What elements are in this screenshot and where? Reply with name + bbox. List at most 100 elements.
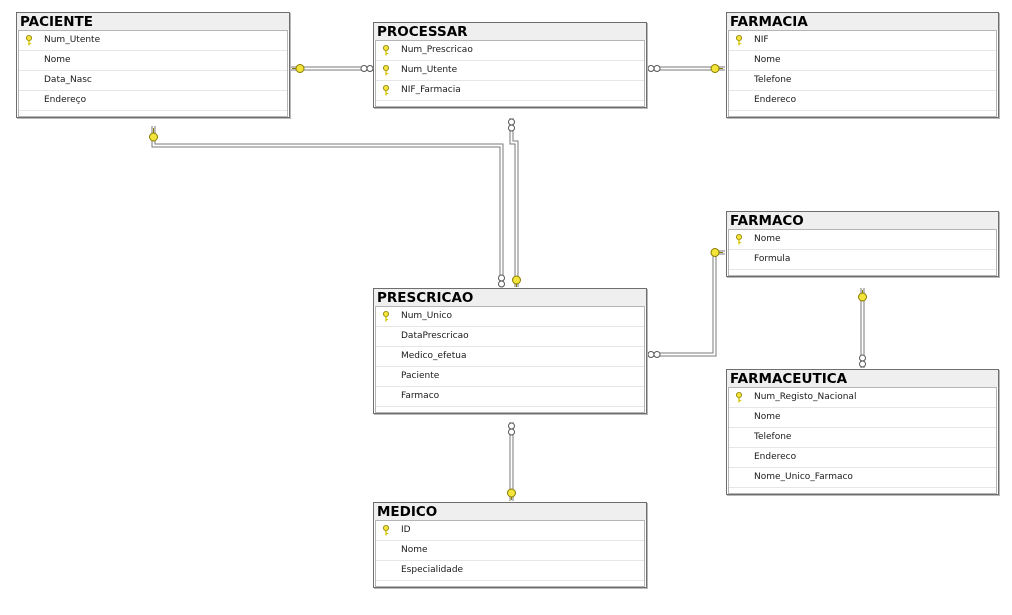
column-row[interactable]: Endereço (19, 91, 287, 111)
column-name: NIF_Farmacia (401, 85, 461, 95)
column-name: Especialidade (401, 565, 464, 575)
column-name: Nome (44, 55, 71, 65)
column-row[interactable]: Medico_efetua (376, 347, 644, 367)
table-prescricao[interactable]: PRESCRICAO Num_Unico DataPrescricao Medi… (373, 288, 647, 414)
column-row[interactable]: Num_Utente (376, 61, 644, 81)
column-row[interactable]: Telefone (729, 428, 996, 448)
many-end-marker (360, 65, 374, 72)
table-title: PROCESSAR (374, 23, 646, 40)
primary-key-icon (736, 392, 742, 403)
table-title: PRESCRICAO (374, 289, 646, 306)
relationship-farmaco-prescricao[interactable] (647, 250, 725, 357)
column-row[interactable]: Nome (376, 541, 644, 561)
column-row[interactable]: Formula (729, 250, 996, 270)
column-row[interactable]: Nome (729, 408, 996, 428)
column-name: Farmaco (401, 391, 440, 401)
column-list: Num_Utente Nome Data_Nasc Endereço (18, 30, 288, 117)
relationship-medico-prescricao[interactable] (509, 422, 514, 501)
column-name: DataPrescricao (401, 331, 469, 341)
one-end-key-icon (292, 64, 305, 73)
column-name: ID (401, 525, 411, 535)
table-title: MEDICO (374, 503, 646, 520)
one-end-key-icon (710, 248, 723, 257)
many-end-marker (859, 354, 866, 368)
column-name: Nome (754, 55, 781, 65)
column-list: Num_Prescricao Num_Utente NIF_Farmacia (375, 40, 645, 107)
primary-key-icon (736, 35, 742, 46)
one-end-key-icon (858, 290, 867, 302)
column-row[interactable]: Num_Unico (376, 307, 644, 327)
many-end-marker (498, 274, 505, 288)
column-name: Endereco (754, 95, 797, 105)
column-name: Data_Nasc (44, 75, 92, 85)
column-row[interactable]: Num_Utente (19, 31, 287, 51)
column-name: Num_Unico (401, 311, 452, 321)
column-row[interactable]: Nome_Unico_Farmaco (729, 468, 996, 488)
primary-key-icon (383, 45, 389, 56)
relationship-paciente-prescricao[interactable] (151, 126, 504, 287)
column-name: Paciente (401, 371, 440, 381)
column-row[interactable]: Data_Nasc (19, 71, 287, 91)
column-list: Num_Registo_Nacional Nome Telefone Ender… (728, 387, 997, 494)
column-name: Telefone (754, 432, 792, 442)
column-list: ID Nome Especialidade (375, 520, 645, 587)
table-farmaceutica[interactable]: FARMACEUTICA Num_Registo_Nacional Nome T… (726, 369, 999, 495)
primary-key-icon (383, 65, 389, 76)
relationship-prescricao-processar[interactable] (509, 118, 519, 287)
column-name: Nome (401, 545, 428, 555)
column-row[interactable]: Endereco (729, 91, 996, 111)
column-row[interactable]: Nome (729, 230, 996, 250)
table-medico[interactable]: MEDICO ID Nome Especialidade (373, 502, 647, 588)
table-title: PACIENTE (17, 13, 289, 30)
column-row[interactable]: Especialidade (376, 561, 644, 581)
table-title: FARMACO (727, 212, 998, 229)
one-end-key-icon (149, 128, 158, 142)
column-name: Endereço (44, 95, 87, 105)
column-row[interactable]: Num_Prescricao (376, 41, 644, 61)
column-name: Endereco (754, 452, 797, 462)
column-row[interactable]: Num_Registo_Nacional (729, 388, 996, 408)
table-processar[interactable]: PROCESSAR Num_Prescricao Num_Utente NIF_… (373, 22, 647, 108)
column-name: Medico_efetua (401, 351, 467, 361)
column-name: Num_Registo_Nacional (754, 392, 857, 402)
column-row[interactable]: Nome (729, 51, 996, 71)
table-title: FARMACIA (727, 13, 998, 30)
column-name: Nome (754, 412, 781, 422)
column-name: Formula (754, 254, 791, 264)
column-name: Nome (754, 234, 781, 244)
column-name: Telefone (754, 75, 792, 85)
many-end-marker (647, 351, 661, 358)
column-list: Num_Unico DataPrescricao Medico_efetua P… (375, 306, 645, 413)
column-row[interactable]: Nome (19, 51, 287, 71)
column-row[interactable]: Endereco (729, 448, 996, 468)
column-name: Num_Utente (401, 65, 458, 75)
column-name: NIF (754, 35, 769, 45)
table-farmaco[interactable]: FARMACO Nome Formula (726, 211, 999, 277)
column-list: NIF Nome Telefone Endereco (728, 30, 997, 117)
column-row[interactable]: ID (376, 521, 644, 541)
column-row[interactable]: Telefone (729, 71, 996, 91)
primary-key-icon (383, 525, 389, 536)
primary-key-icon (383, 85, 389, 96)
column-name: Num_Prescricao (401, 45, 473, 55)
primary-key-icon (736, 234, 742, 245)
many-end-marker (647, 65, 661, 72)
table-paciente[interactable]: PACIENTE Num_Utente Nome Data_Nasc Ender… (16, 12, 290, 118)
column-row[interactable]: Farmaco (376, 387, 644, 407)
column-list: Nome Formula (728, 229, 997, 276)
table-title: FARMACEUTICA (727, 370, 998, 387)
many-end-marker (508, 422, 515, 436)
relationship-farmaco-farmaceutica[interactable] (860, 288, 865, 368)
primary-key-icon (26, 35, 32, 46)
primary-key-icon (383, 311, 389, 322)
column-row[interactable]: NIF_Farmacia (376, 81, 644, 101)
table-farmacia[interactable]: FARMACIA NIF Nome Telefone Endereco (726, 12, 999, 118)
column-row[interactable]: NIF (729, 31, 996, 51)
column-name: Nome_Unico_Farmaco (754, 472, 853, 482)
many-end-marker (508, 118, 515, 132)
column-name: Num_Utente (44, 35, 101, 45)
column-row[interactable]: DataPrescricao (376, 327, 644, 347)
column-row[interactable]: Paciente (376, 367, 644, 387)
one-end-key-icon (710, 64, 723, 73)
